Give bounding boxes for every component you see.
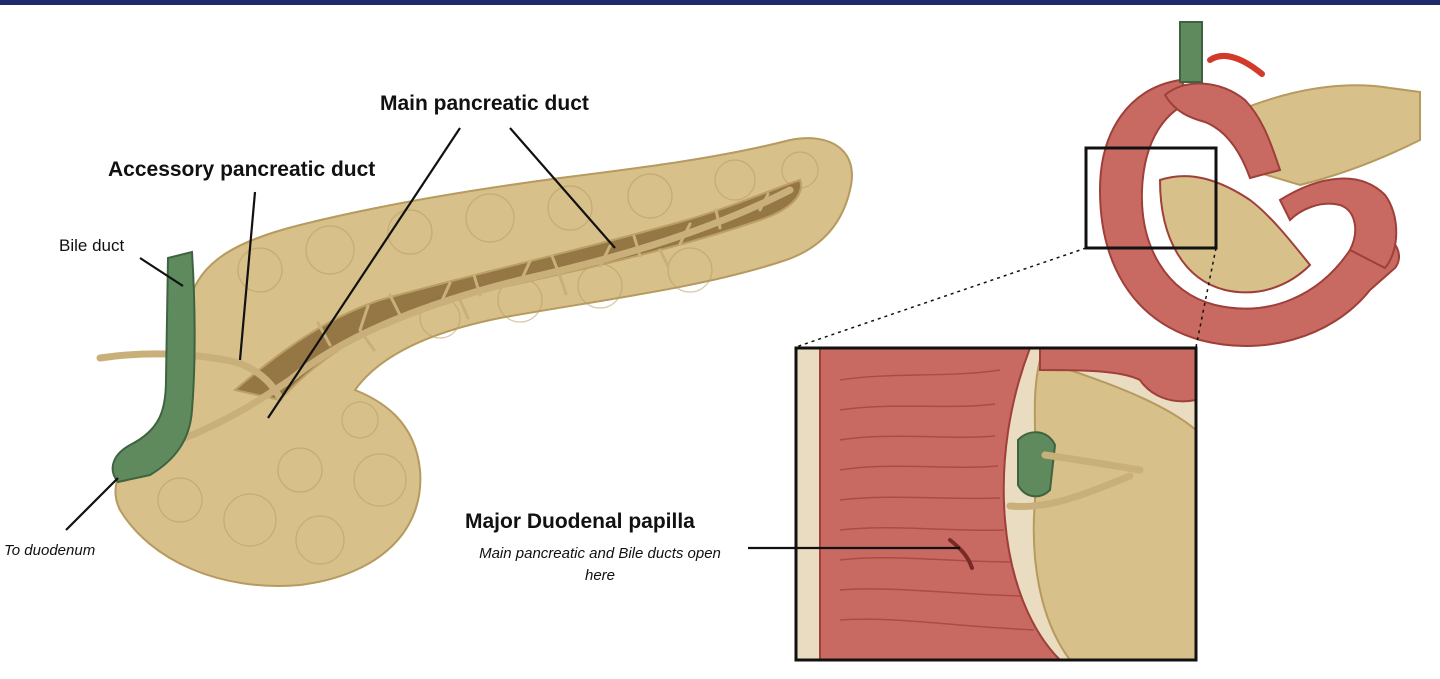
- zoom-box-inset: [794, 346, 1198, 662]
- duodenum-inner-wall: [1158, 175, 1312, 294]
- label-papilla-description: Main pancreatic and Bile ducts open here: [479, 545, 721, 584]
- bile-duct-inset: [1017, 431, 1057, 498]
- main-pancreatic-duct: [176, 186, 794, 444]
- duodenum-loop: [1098, 78, 1400, 347]
- label-major-duodenal-papilla: Major Duodenal papilla: [465, 510, 695, 533]
- bile-duct: [111, 250, 196, 484]
- zoom-connector-right: [1195, 247, 1217, 348]
- accessory-pancreatic-duct: [96, 350, 284, 402]
- zoom-connector-left: [795, 247, 1087, 348]
- label-to-duodenum: To duodenum: [4, 542, 96, 559]
- pancreas-illustration: [65, 127, 853, 587]
- duodenum-upper-inset: [1039, 348, 1196, 403]
- mucosal-folds: [839, 369, 1035, 631]
- pancreas-leader-lines: [65, 127, 616, 531]
- label-bile-duct: Bile duct: [59, 236, 125, 255]
- papilla-zoom-inset: [748, 346, 1198, 662]
- pancreas-tail-overview: [1238, 84, 1421, 187]
- artery-top: [1207, 53, 1265, 77]
- duodenum-overview-illustration: [795, 21, 1421, 348]
- duct-branches: [316, 192, 770, 352]
- duodenal-wall-inset: [819, 348, 1062, 660]
- top-accent-bar: [0, 0, 1440, 5]
- duct-branch-inset: [1041, 451, 1144, 474]
- label-main-pancreatic-duct: Main pancreatic duct: [380, 92, 589, 115]
- papilla-fold: [948, 538, 974, 570]
- zoom-box-overview: [1084, 146, 1218, 250]
- main-duct-inset: [1006, 472, 1134, 511]
- label-accessory-pancreatic-duct: Accessory pancreatic duct: [108, 158, 376, 181]
- duodenum-ascending: [1278, 177, 1398, 270]
- stomach-pylorus: [1163, 82, 1282, 180]
- vessels-top: [1179, 21, 1203, 83]
- pancreas-body: [114, 137, 853, 587]
